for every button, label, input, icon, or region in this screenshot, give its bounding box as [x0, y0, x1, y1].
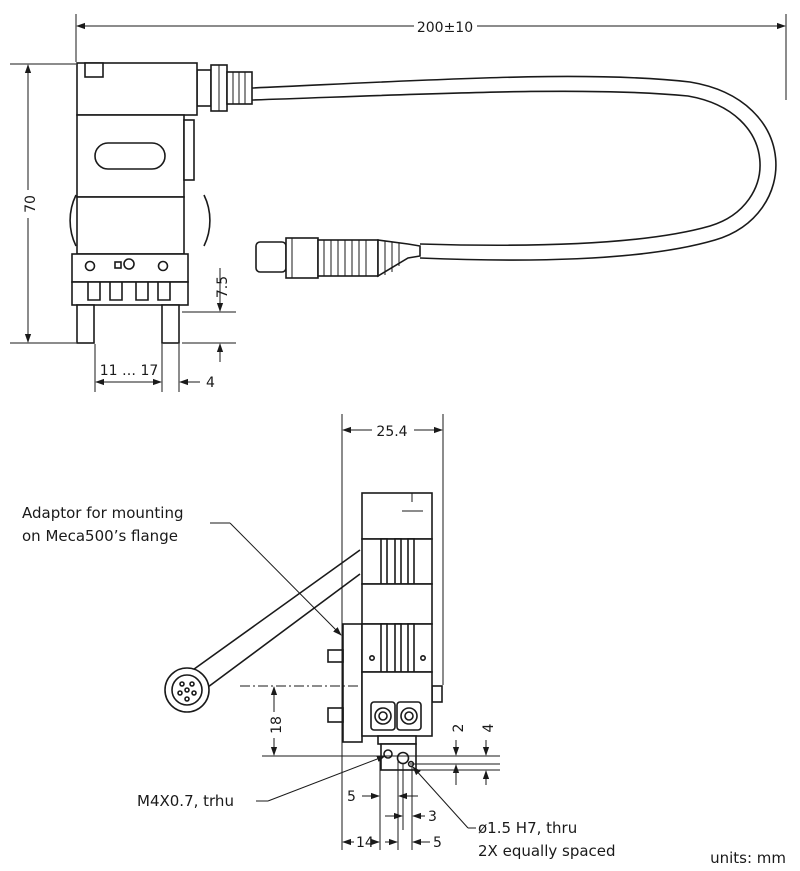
- dim-label-horizontal-5-left: 5: [347, 789, 356, 805]
- dim-label-vertical-2: 2: [451, 724, 467, 733]
- gripper-body: [69, 62, 211, 344]
- dim-label-vertical-18: 18: [269, 716, 285, 734]
- top-view: 200±10 70 7.5 11 … 17 4: [10, 14, 787, 392]
- dim-label-vertical-4: 4: [481, 723, 497, 732]
- side-cable: [189, 549, 361, 691]
- callout-adaptor-line1: Adaptor for mounting: [22, 504, 184, 522]
- dim-stroke-range: 11 … 17 4: [94, 344, 215, 392]
- dim-vertical-18: 18: [262, 686, 380, 757]
- dim-vertical-4: 4: [481, 723, 497, 785]
- dim-label-stroke-range: 11 … 17: [100, 363, 159, 379]
- dim-cable-length: 200±10: [75, 14, 787, 100]
- callout-pin-line2: 2X equally spaced: [478, 842, 616, 860]
- callout-adaptor: Adaptor for mounting on Meca500’s flange: [22, 504, 342, 636]
- dim-vertical-2: 2: [451, 724, 467, 785]
- dim-label-horizontal-14: 14: [356, 835, 374, 851]
- dim-label-width: 25.4: [376, 424, 407, 440]
- dim-label-height: 70: [23, 195, 39, 213]
- dim-width: 25.4: [341, 414, 444, 850]
- dim-label-jaw-width: 4: [206, 375, 215, 391]
- dim-jaw-offset: 7.5: [182, 268, 236, 362]
- dim-horizontal-group: 5 3 14 5: [342, 760, 442, 851]
- dim-label-horizontal-5-right: 5: [433, 835, 442, 851]
- dim-label-jaw-offset: 7.5: [215, 276, 231, 298]
- dim-label-cable-length: 200±10: [417, 20, 473, 36]
- dim-height: 70: [10, 63, 76, 344]
- callout-pin-line1: ø1.5 H7, thru: [478, 819, 577, 837]
- side-view: 25.4 18 2 4 5: [22, 414, 616, 860]
- callout-thread-text: M4X0.7, trhu: [137, 792, 234, 810]
- round-connector: [164, 667, 210, 713]
- dim-label-horizontal-3: 3: [428, 809, 437, 825]
- reference-lines: [240, 685, 500, 771]
- cable: [251, 75, 777, 261]
- m8-connector: [255, 237, 421, 279]
- units-label: units: mm: [710, 849, 786, 867]
- callout-thread: M4X0.7, trhu: [137, 755, 386, 810]
- side-gripper-body: [327, 492, 443, 771]
- callout-adaptor-line2: on Meca500’s flange: [22, 527, 178, 545]
- callout-pin-holes: ø1.5 H7, thru 2X equally spaced: [412, 766, 616, 860]
- cable-gland: [196, 64, 253, 112]
